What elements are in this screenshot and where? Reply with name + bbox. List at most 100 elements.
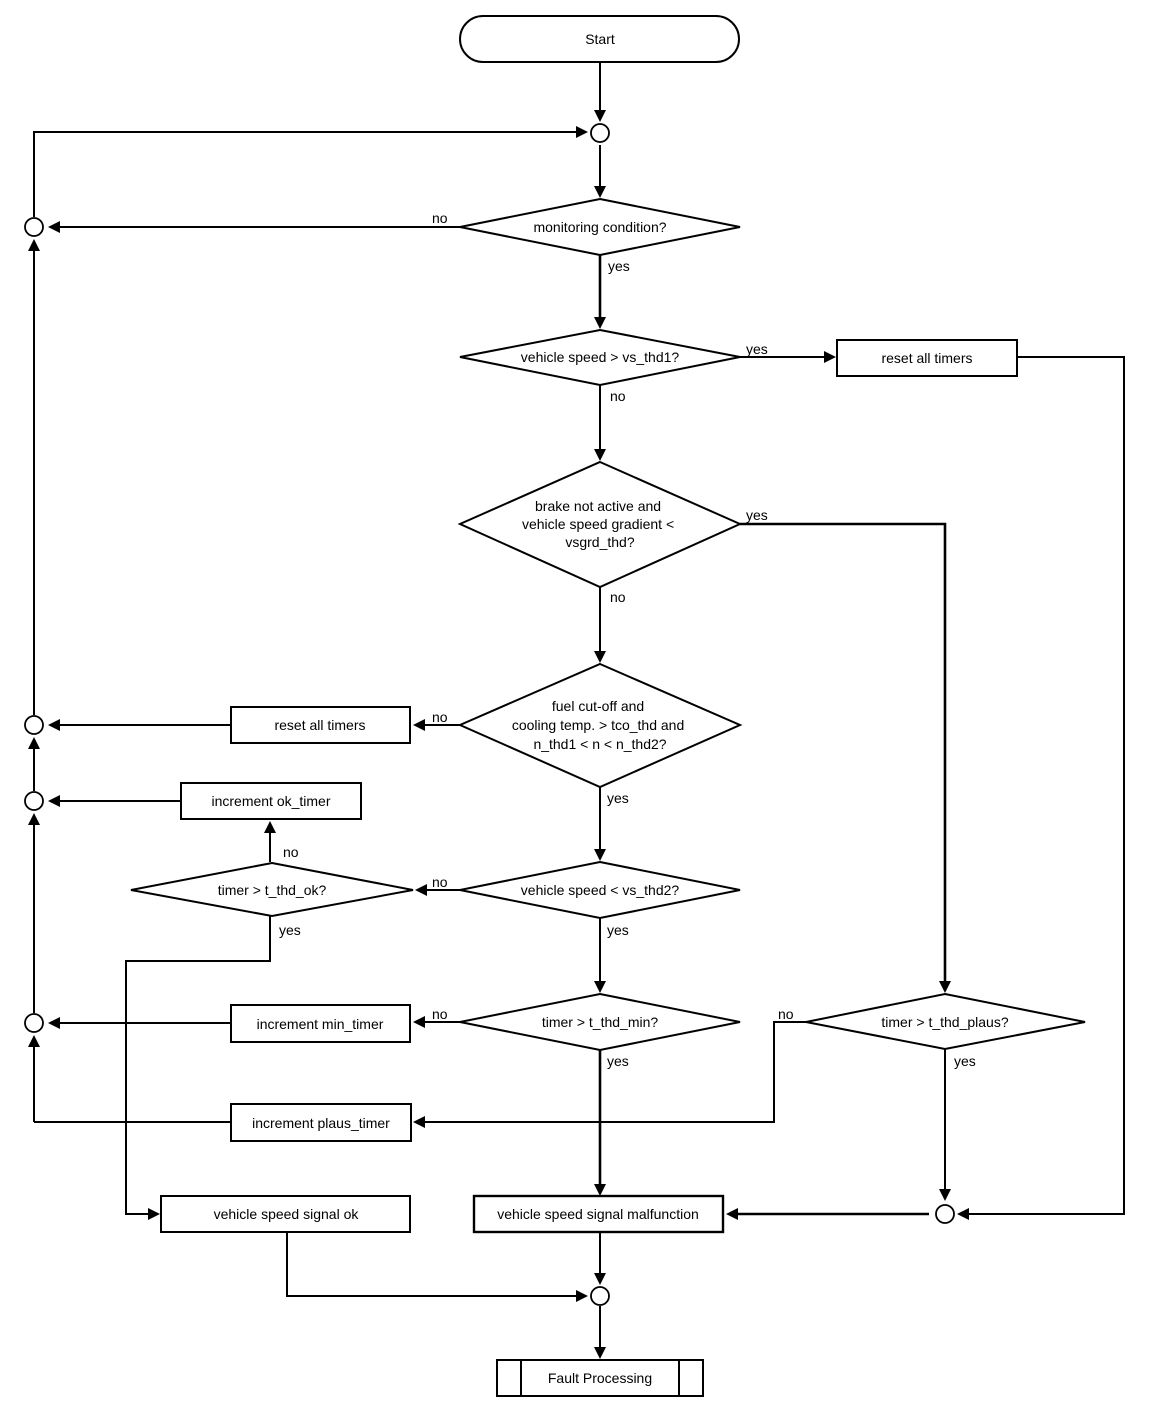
arrowhead-left xyxy=(48,221,60,233)
decision-text: timer > t_thd_ok? xyxy=(218,882,327,898)
process-text: increment ok_timer xyxy=(211,793,330,809)
decision-text: vehicle speed < vs_thd2? xyxy=(521,882,680,898)
decision-text-line: monitoring condition? xyxy=(533,219,666,235)
connector-vs-ok-to-junction xyxy=(286,1232,576,1297)
process-vehicle-speed-signal-ok: vehicle speed signal ok xyxy=(160,1195,411,1233)
arrowhead-up xyxy=(28,737,40,749)
arrowhead-down xyxy=(594,1347,606,1359)
process-reset-all-timers-top: reset all timers xyxy=(836,339,1018,377)
start-terminal: Start xyxy=(459,15,740,63)
branch-label-yes: yes xyxy=(954,1053,976,1069)
arrowhead-left xyxy=(957,1208,969,1220)
decision-text-line: vehicle speed < vs_thd2? xyxy=(521,882,680,898)
process-increment-plaus-timer: increment plaus_timer xyxy=(230,1103,412,1142)
branch-label-no: no xyxy=(432,1006,448,1022)
arrowhead-up xyxy=(264,821,276,833)
branch-label-yes: yes xyxy=(607,922,629,938)
arrowhead-down xyxy=(594,110,606,122)
arrowhead-down xyxy=(594,1184,606,1196)
arrowhead-up xyxy=(28,239,40,251)
decision-text-line: fuel cut-off and xyxy=(552,698,644,714)
arrowhead-right xyxy=(824,351,836,363)
decision-text: monitoring condition? xyxy=(533,219,666,235)
connector-reset-top-right xyxy=(969,356,1125,1215)
branch-labels: no yes yes no yes no no yes no no yes ye… xyxy=(279,210,976,1069)
process-increment-ok-timer: increment ok_timer xyxy=(180,782,362,820)
process-text: vehicle speed signal malfunction xyxy=(497,1206,699,1222)
connector-brake-yes xyxy=(740,522,947,982)
decision-text-line: brake not active and xyxy=(535,498,661,514)
junction xyxy=(590,123,610,143)
arrowhead-left xyxy=(415,884,427,896)
branch-label-yes: yes xyxy=(607,1053,629,1069)
process-text: vehicle speed signal ok xyxy=(214,1206,360,1222)
decision-text-line: n_thd1 < n < n_thd2? xyxy=(533,736,666,752)
junction xyxy=(24,217,44,237)
arrowhead-down xyxy=(594,981,606,993)
connector-left-loop-top xyxy=(33,131,576,217)
decision-text: vehicle speed > vs_thd1? xyxy=(521,349,680,365)
process-increment-min-timer: increment min_timer xyxy=(230,1004,411,1043)
branch-label-yes: yes xyxy=(746,507,768,523)
arrowhead-down xyxy=(594,849,606,861)
decision-text-line: timer > t_thd_min? xyxy=(542,1014,659,1030)
arrowhead-down xyxy=(594,449,606,461)
arrowhead-left xyxy=(48,1017,60,1029)
arrowhead-left xyxy=(413,1016,425,1028)
arrowhead-down xyxy=(939,1189,951,1201)
process-text: Fault Processing xyxy=(548,1370,652,1386)
branch-label-no: no xyxy=(432,210,448,226)
branch-label-yes: yes xyxy=(608,258,630,274)
decision-text: timer > t_thd_plaus? xyxy=(881,1014,1008,1030)
arrowhead-down xyxy=(594,317,606,329)
arrowhead-right xyxy=(576,126,588,138)
branch-label-yes: yes xyxy=(746,341,768,357)
branch-label-yes: yes xyxy=(279,922,301,938)
branch-label-no: no xyxy=(778,1006,794,1022)
decision-vs-thd1: vehicle speed > vs_thd1? xyxy=(459,328,741,387)
arrowhead-down xyxy=(594,651,606,663)
decision-vs-thd2: vehicle speed < vs_thd2? xyxy=(459,860,741,920)
decision-text-line: vehicle speed gradient < xyxy=(522,516,674,532)
decision-text-line: timer > t_thd_plaus? xyxy=(881,1014,1008,1030)
decision-text: timer > t_thd_min? xyxy=(542,1014,659,1030)
arrowhead-up xyxy=(28,813,40,825)
decision-t-thd-plaus: timer > t_thd_plaus? xyxy=(805,992,1086,1051)
arrowhead-right xyxy=(576,1290,588,1302)
junction xyxy=(935,1204,955,1224)
process-text: reset all timers xyxy=(274,717,365,733)
decision-t-thd-ok: timer > t_thd_ok? xyxy=(130,861,414,918)
process-text: increment plaus_timer xyxy=(252,1115,390,1131)
decision-monitoring-condition: monitoring condition? xyxy=(459,197,741,257)
decision-text: brake not active and vehicle speed gradi… xyxy=(522,498,678,550)
arrowhead-down xyxy=(594,186,606,198)
junction xyxy=(24,791,44,811)
connector-t-ok-yes xyxy=(125,915,271,1215)
process-text: reset all timers xyxy=(881,350,972,366)
process-text: increment min_timer xyxy=(257,1016,384,1032)
arrowhead-down xyxy=(594,1273,606,1285)
arrowhead-left xyxy=(413,1116,425,1128)
junctions xyxy=(24,123,955,1306)
process-vehicle-speed-signal-malfunction: vehicle speed signal malfunction xyxy=(472,1194,725,1234)
decision-t-thd-min: timer > t_thd_min? xyxy=(459,992,741,1052)
arrowheads xyxy=(28,110,969,1359)
branch-label-no: no xyxy=(432,709,448,725)
decision-text: fuel cut-off and cooling temp. > tco_thd… xyxy=(512,698,688,752)
arrowhead-right xyxy=(148,1208,160,1220)
predefined-process-fault-processing: Fault Processing xyxy=(496,1359,704,1397)
decision-text-line: vsgrd_thd? xyxy=(565,534,634,550)
arrowhead-up xyxy=(28,1035,40,1047)
start-label: Start xyxy=(585,31,615,47)
decision-text-line: cooling temp. > tco_thd and xyxy=(512,717,684,733)
decision-text-line: timer > t_thd_ok? xyxy=(218,882,327,898)
branch-label-no: no xyxy=(610,388,626,404)
decision-brake-gradient: brake not active and vehicle speed gradi… xyxy=(457,460,743,589)
branch-label-no: no xyxy=(283,844,299,860)
arrowhead-left xyxy=(48,795,60,807)
decision-fuel-cutoff: fuel cut-off and cooling temp. > tco_thd… xyxy=(457,662,743,789)
branch-label-no: no xyxy=(610,589,626,605)
connector-t-plaus-no xyxy=(425,1021,806,1123)
arrowhead-left xyxy=(726,1208,738,1220)
